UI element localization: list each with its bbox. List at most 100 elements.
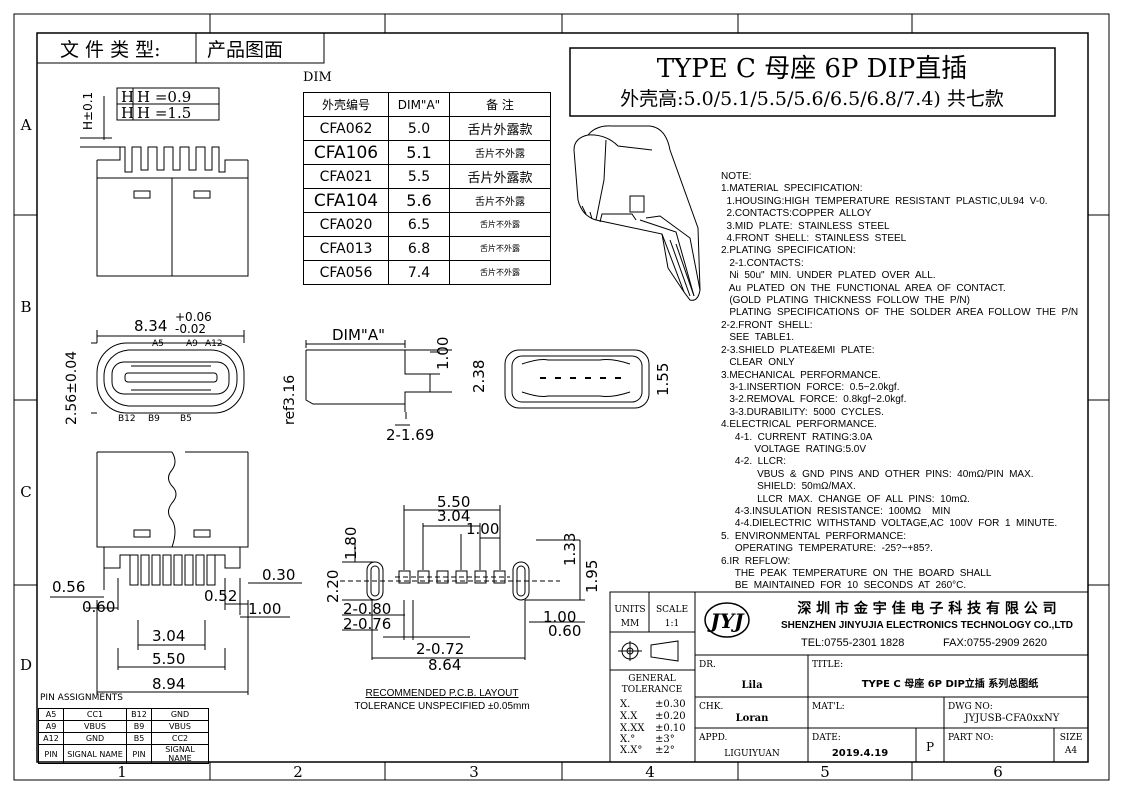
table-cell: VBUS	[151, 720, 209, 733]
dim-width-tol-plus: +0.06	[175, 310, 212, 324]
scale-value: 1:1	[665, 619, 679, 629]
grid-col-label: 6	[993, 763, 1003, 781]
svg-text:H =1.5: H =1.5	[137, 104, 191, 122]
dim-3-04: 3.04	[152, 627, 185, 645]
dwg-value: JYJUSB-CFA0xxNY	[964, 713, 1060, 724]
remark: 舌片不外露	[449, 188, 551, 213]
dim-8-94: 8.94	[152, 675, 185, 693]
pcb-dim-8-64: 8.64	[428, 656, 461, 674]
dim-1-00-b: 1.00	[248, 600, 281, 618]
pcb-dim-5-50: 5.50	[437, 493, 470, 511]
title-sub: 外壳高:5.0/5.1/5.5/5.6/6.5/6.8/7.4) 共七款	[620, 88, 1004, 110]
svg-text:X.°: X.°	[620, 734, 635, 745]
dim-1-00: 1.00	[434, 337, 452, 370]
pin-label-b9: B9	[148, 414, 160, 424]
chk-value: Loran	[736, 713, 769, 724]
grid-ticks	[14, 14, 1109, 780]
dim-table-label: DIM	[303, 70, 332, 85]
pin-label-a9: A9	[186, 339, 198, 349]
shell-code: CFA020	[303, 212, 389, 237]
grid-col-label: 3	[469, 763, 479, 781]
table-cell: A12	[38, 732, 64, 745]
pcb-dim-1-33: 1.33	[561, 533, 579, 566]
end-view	[504, 349, 650, 409]
dim-height-front: 2.56±0.04	[64, 351, 80, 425]
dim-h-tol: H±0.1	[81, 92, 95, 130]
dim-5-50: 5.50	[152, 650, 185, 668]
pin-label-b5: B5	[180, 414, 192, 424]
grid-col-label: 4	[645, 763, 655, 781]
remark: 舌片外露款	[449, 164, 551, 189]
dim-a-value: 6.5	[388, 212, 450, 237]
table-header-cell: 外壳编号	[303, 92, 389, 117]
shell-code: CFA106	[303, 140, 389, 165]
spec-notes: NOTE: 1.MATERIAL SPECIFICATION: 1.HOUSIN…	[721, 171, 1079, 592]
dim-0-56: 0.56	[52, 578, 85, 596]
projection-symbol: P	[926, 740, 934, 754]
dim-a-value: 5.5	[388, 164, 450, 189]
table-cell: PIN	[126, 744, 152, 764]
table-row: PIN SIGNAL NAME PIN SIGNAL NAME	[38, 744, 209, 764]
title-main: TYPE C 母座 6P DIP直插	[657, 54, 968, 84]
pcb-dim-3-04: 3.04	[437, 507, 470, 525]
shell-code: CFA021	[303, 164, 389, 189]
front-view	[91, 330, 245, 414]
svg-text:±2°: ±2°	[655, 745, 675, 756]
pcb-dim-1-80: 1.80	[342, 527, 360, 560]
remark: 舌片不外露	[449, 140, 551, 165]
grid-col-label: 2	[293, 763, 303, 781]
svg-text:X.X: X.X	[620, 711, 638, 722]
company-fax: FAX:0755-2909 2620	[943, 637, 1047, 649]
dim-a-label: DIM"A"	[332, 326, 385, 344]
grid-row-label: A	[20, 116, 32, 134]
pin-assignments-title: PIN ASSIGNMENTS	[40, 693, 124, 703]
units-label: UNITS	[614, 605, 645, 615]
shell-code: CFA104	[303, 188, 389, 213]
pin-label-a12: A12	[205, 339, 223, 349]
table-cell: SIGNAL NAME	[63, 744, 127, 764]
dr-label: DR.	[699, 660, 716, 670]
svg-text:H: H	[121, 88, 134, 106]
shell-code: CFA062	[303, 116, 389, 141]
tolerance-rows: X.±0.30 X.X±0.20 X.XX±0.10 X.°±3° X.X°±2…	[620, 699, 686, 756]
pcb-layout	[340, 505, 585, 660]
remark: 舌片不外露	[449, 260, 551, 285]
dim-a-value: 7.4	[388, 260, 450, 285]
pcb-dim-2-20: 2.20	[324, 570, 342, 603]
pcb-dim-1-00: 1.00	[466, 520, 499, 538]
units-value: MM	[621, 619, 639, 629]
table-cell: PIN	[38, 744, 64, 764]
pcb-caption: RECOMMENDED P.C.B. LAYOUT	[366, 688, 519, 699]
table-cell: B5	[126, 732, 152, 745]
svg-text:X.X°: X.X°	[620, 745, 642, 756]
dr-value: Lila	[741, 680, 763, 691]
dim-a-value: 6.8	[388, 236, 450, 261]
company-logo: JYJ	[706, 609, 745, 633]
remark: 舌片不外露	[449, 212, 551, 237]
shell-code: CFA013	[303, 236, 389, 261]
grid-col-label: 5	[820, 763, 830, 781]
dim-0-30: 0.30	[262, 566, 295, 584]
table-cell: B9	[126, 720, 152, 733]
dwg-label: DWG NO:	[948, 702, 993, 712]
pcb-dim-2-0-80: 2-0.80	[343, 600, 391, 618]
doc-type-label: 文 件 类 型:	[60, 39, 161, 61]
scale-label: SCALE	[656, 605, 688, 615]
material-label: MAT'L:	[812, 702, 845, 712]
dim-ref: ref3.16	[282, 375, 298, 425]
grid-labels: 1 2 3 4 5 6 A B C D	[20, 116, 1003, 781]
side-view-top	[80, 96, 249, 277]
table-cell: SIGNAL NAME	[151, 744, 209, 764]
dim-width-tol-minus: -0.02	[175, 322, 206, 336]
company-name-en: SHENZHEN JINYUJIA ELECTRONICS TECHNOLOGY…	[781, 620, 1073, 631]
table-row: A9 VBUS B9 VBUS	[38, 720, 209, 733]
doc-type-value: 产品图面	[207, 39, 283, 61]
svg-text:H: H	[121, 104, 134, 122]
